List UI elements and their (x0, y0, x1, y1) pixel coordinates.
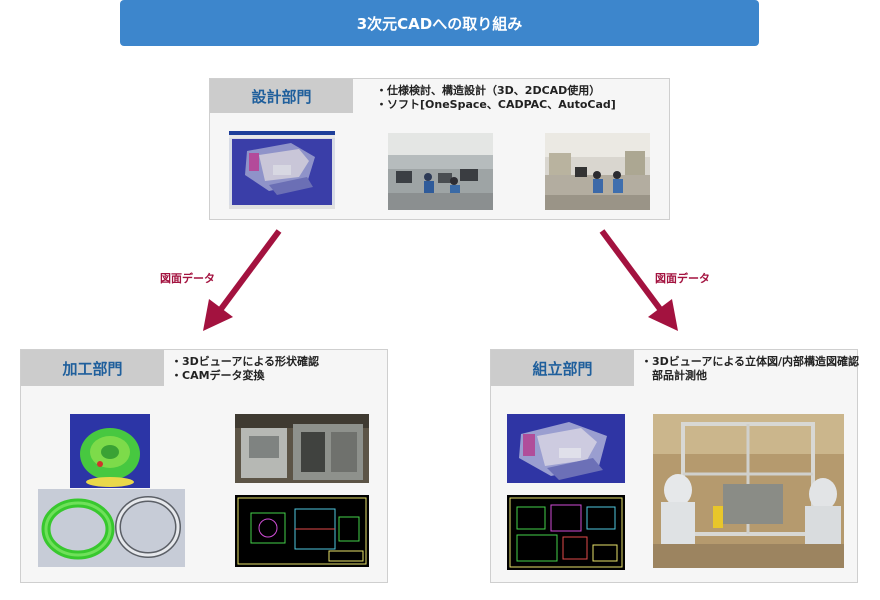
assembly-department-label: 組立部門 (491, 350, 634, 386)
arrow-design-to-machining (203, 229, 282, 331)
design-cad-screenshot-image (229, 131, 335, 209)
machining-bullet-1: ・3Dビューアによる形状確認 (171, 355, 320, 368)
title-text: 3次元CADへの取り組み (356, 14, 523, 33)
machining-machine-photo (235, 414, 369, 483)
assembly-department-label-text: 組立部門 (532, 359, 593, 378)
design-office-photo-2 (545, 133, 650, 210)
assembly-3d-view-image (507, 414, 625, 483)
machining-cam-drawing-image (235, 495, 369, 567)
design-bullets: ・仕様検討、構造設計（3D、2DCAD使用） ・ソフト[OneSpace、CAD… (376, 84, 616, 112)
design-department-label-text: 設計部門 (251, 87, 312, 106)
design-department-panel: 設計部門 ・仕様検討、構造設計（3D、2DCAD使用） ・ソフト[OneSpac… (209, 78, 670, 220)
machining-department-panel: 加工部門 ・3Dビューアによる形状確認 ・CAMデータ変換 (20, 349, 388, 583)
title-banner: 3次元CADへの取り組み (120, 0, 759, 46)
machining-department-label-text: 加工部門 (62, 359, 123, 378)
design-office-photo-1 (388, 133, 493, 210)
assembly-cleanroom-photo (653, 414, 844, 568)
design-bullet-1: ・仕様検討、構造設計（3D、2DCAD使用） (376, 84, 601, 97)
machining-ring-parts-image (38, 489, 185, 567)
machining-department-label: 加工部門 (21, 350, 164, 386)
assembly-bullets: ・3Dビューアによる立体図/内部構造図確認 部品計測他 (641, 355, 859, 383)
design-department-label: 設計部門 (210, 79, 353, 113)
arrow-label-left: 図面データ (160, 272, 215, 285)
assembly-department-panel: 組立部門 ・3Dビューアによる立体図/内部構造図確認 部品計測他 (490, 349, 859, 583)
assembly-bullet-2: 部品計測他 (641, 369, 707, 382)
arrow-design-to-assembly (599, 229, 678, 331)
machining-bullets: ・3Dビューアによる形状確認 ・CAMデータ変換 (171, 355, 319, 383)
design-bullet-2: ・ソフト[OneSpace、CADPAC、AutoCad] (376, 98, 616, 111)
machining-3d-part-image (70, 414, 150, 488)
assembly-bullet-1: ・3Dビューアによる立体図/内部構造図確認 (641, 355, 860, 368)
machining-bullet-2: ・CAMデータ変換 (171, 369, 265, 382)
arrow-label-right: 図面データ (655, 272, 710, 285)
assembly-2d-drawing-image (507, 495, 625, 570)
